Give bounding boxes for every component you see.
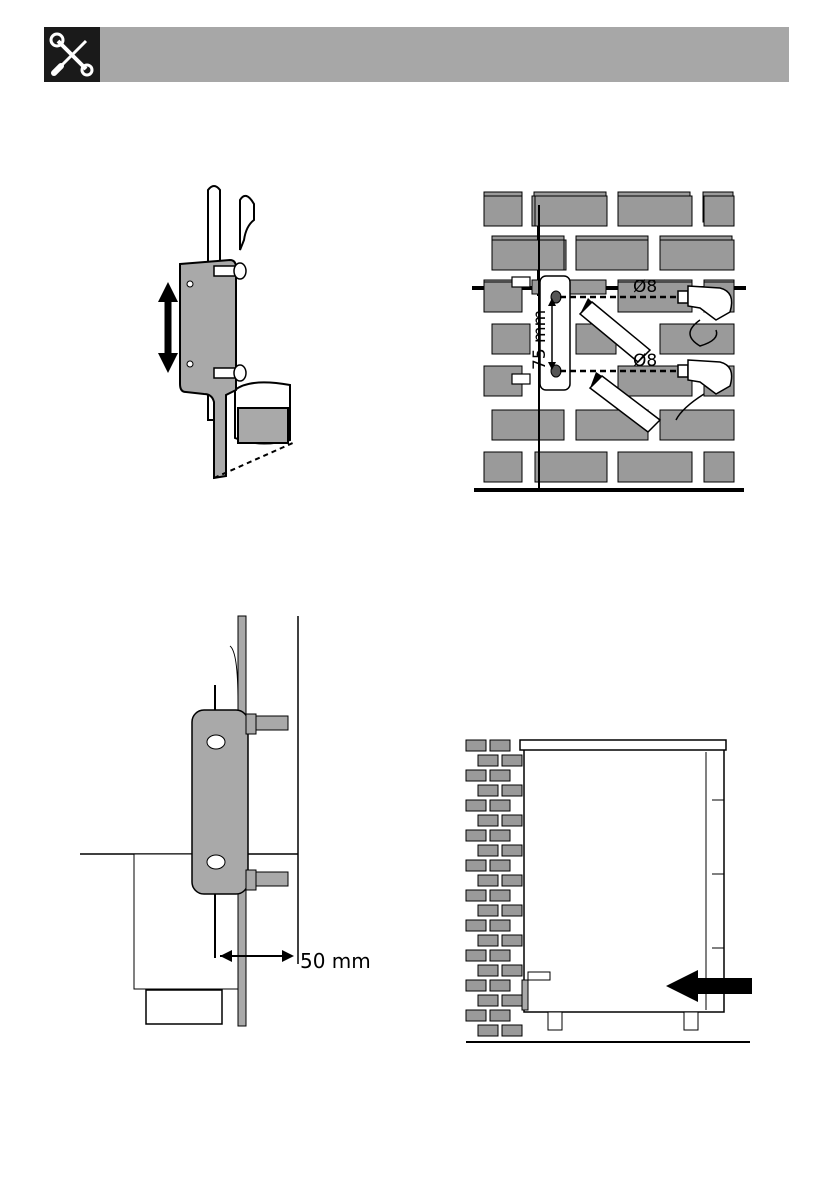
- brick: [466, 740, 486, 751]
- brick: [502, 875, 522, 886]
- brick: [466, 770, 486, 781]
- brick: [502, 815, 522, 826]
- brick: [502, 995, 522, 1006]
- hole-diameter-label-2: Ø8: [633, 351, 657, 371]
- brick: [490, 800, 510, 811]
- brick: [478, 815, 498, 826]
- brick: [502, 935, 522, 946]
- brick: [478, 905, 498, 916]
- brick: [466, 980, 486, 991]
- brick: [478, 785, 498, 796]
- brick: [466, 860, 486, 871]
- brick: [490, 770, 510, 781]
- brick: [502, 965, 522, 976]
- brick: [490, 920, 510, 931]
- brick: [478, 845, 498, 856]
- brick: [478, 875, 498, 886]
- brick: [490, 860, 510, 871]
- brick: [478, 935, 498, 946]
- gap-dimension-label: 50 mm: [300, 949, 371, 973]
- brick: [466, 1010, 486, 1021]
- brick: [466, 920, 486, 931]
- brick: [490, 830, 510, 841]
- brick: [490, 1010, 510, 1021]
- brick: [466, 950, 486, 961]
- brick: [490, 890, 510, 901]
- brick: [478, 755, 498, 766]
- brick: [502, 845, 522, 856]
- brick: [466, 890, 486, 901]
- brick: [466, 830, 486, 841]
- brick: [478, 1025, 498, 1036]
- brick: [502, 785, 522, 796]
- brick: [502, 905, 522, 916]
- hole-spacing-label: 75 mm: [530, 310, 550, 370]
- brick: [490, 980, 510, 991]
- side-section-figure: 50 mm: [76, 612, 386, 1032]
- brick: [502, 755, 522, 766]
- brick: [490, 740, 510, 751]
- wall-drill-page-svg-lower: Ø8 Ø8 75 mm: [0, 0, 840, 500]
- push-back-figure: [462, 734, 754, 1046]
- hole-diameter-label-1: Ø8: [633, 277, 657, 297]
- brick: [478, 965, 498, 976]
- brick: [502, 1025, 522, 1036]
- brick: [466, 800, 486, 811]
- brick: [478, 995, 498, 1006]
- brick: [490, 950, 510, 961]
